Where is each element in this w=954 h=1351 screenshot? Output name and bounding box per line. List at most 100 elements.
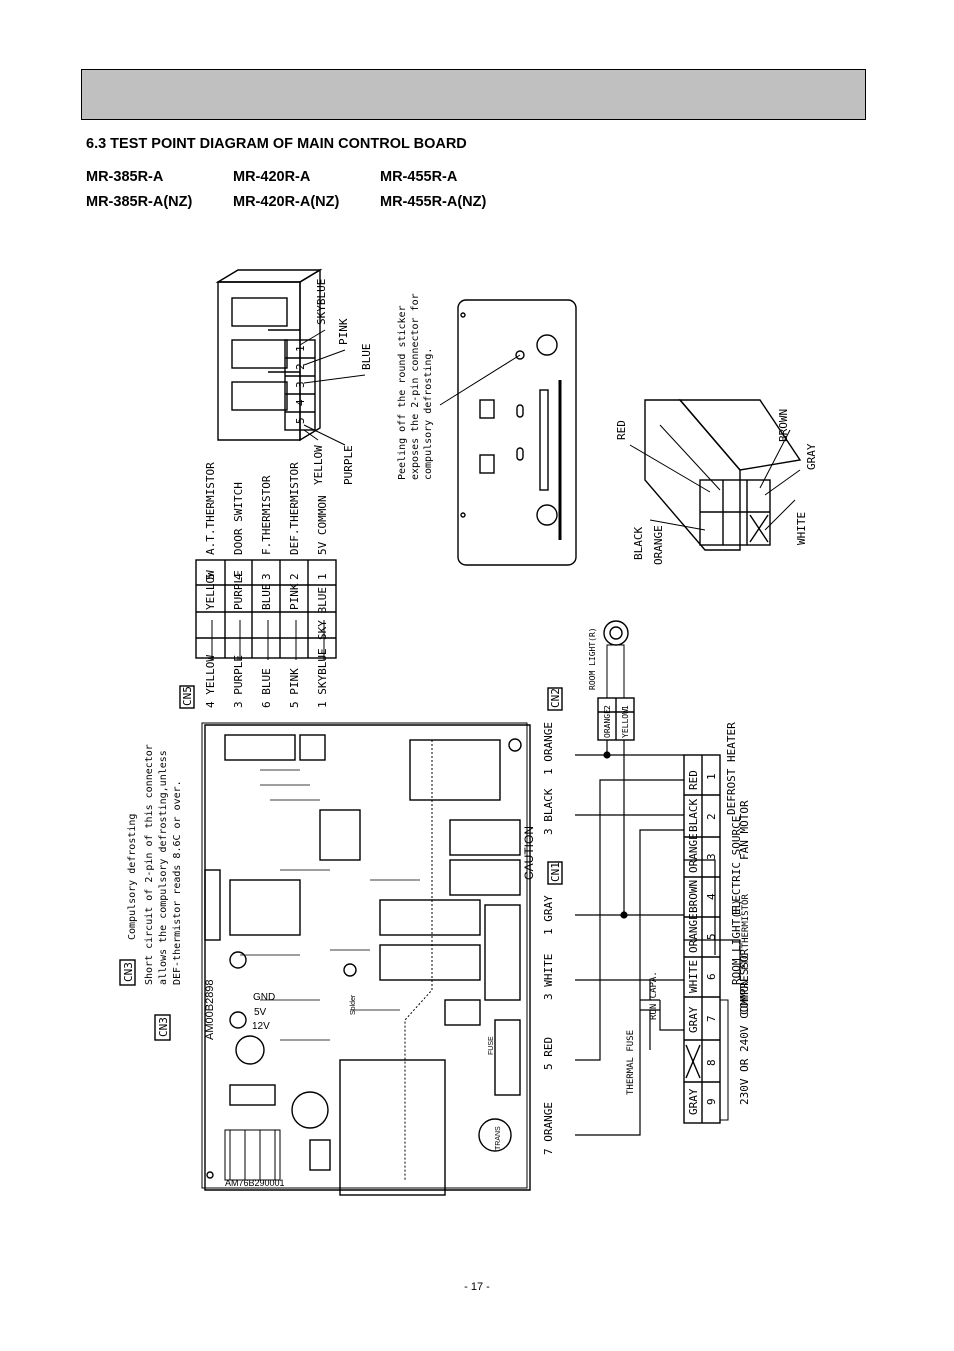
svg-text:BLUE: BLUE [360, 344, 373, 371]
svg-text:ORANGE: ORANGE [652, 525, 665, 565]
model-name: MR-385R-A(NZ) [86, 194, 193, 210]
svg-text:Solder: Solder [350, 994, 357, 1015]
svg-text:4 YELLOW: 4 YELLOW [204, 655, 217, 708]
svg-text:WHITE: WHITE [795, 512, 808, 545]
svg-text:Short circuit of 2-pin of this: Short circuit of 2-pin of this connector [144, 744, 155, 985]
svg-text:5: 5 [294, 417, 307, 424]
terminal-table-text: RED 1 BLACK 2 ORANGE 3 BROWN 4 ORANGE 5 … [687, 770, 718, 1115]
svg-text:GRAY: GRAY [687, 1088, 700, 1115]
svg-text:1 ORANGE: 1 ORANGE [542, 722, 555, 775]
svg-text:2: 2 [294, 363, 307, 370]
svg-text:WHITE: WHITE [687, 960, 700, 993]
svg-text:RED: RED [687, 770, 700, 790]
cn3-label-a: CN3 [122, 962, 135, 982]
svg-text:1: 1 [294, 345, 307, 352]
model-name: MR-420R-A [233, 169, 311, 185]
cn5-table-text: YELLOW 5 PURPLE 4 BLUE 3 PINK 2 SKY BLUE… [204, 462, 329, 640]
svg-text:6: 6 [705, 973, 718, 980]
header-bar [81, 69, 866, 120]
svg-text:F.THERMISTOR: F.THERMISTOR [260, 475, 273, 555]
svg-text:COMPRESSOR: COMPRESSOR [738, 948, 751, 1015]
svg-text:BLACK: BLACK [687, 799, 700, 832]
cn5-wire-labels: 4 YELLOW 3 PURPLE 6 BLUE 5 PINK 1 SKYBLU… [204, 648, 329, 708]
connector-pin-numbers: 1 2 3 4 5 [294, 345, 307, 424]
svg-text:ROOM LIGHT(F): ROOM LIGHT(F) [730, 899, 743, 985]
model-name: MR-420R-A(NZ) [233, 194, 340, 210]
connector-wire-labels: SKYBLUE PINK BLUE YELLOW PURPLE [312, 279, 373, 485]
svg-text:YELLOW: YELLOW [621, 709, 630, 738]
cn5-label: CN5 [181, 686, 194, 706]
svg-text:230V OR 240V COMMON: 230V OR 240V COMMON [738, 979, 751, 1105]
svg-text:4: 4 [294, 399, 307, 406]
svg-text:A.T.THERMISTOR: A.T.THERMISTOR [204, 462, 217, 555]
svg-text:4: 4 [705, 893, 718, 900]
model-list: MR-385R-A MR-420R-A MR-455R-A MR-385R-A(… [86, 169, 527, 219]
svg-text:TRANS: TRANS [495, 1126, 502, 1150]
cn1-wire-labels: 1 ORANGE 3 BLACK 1 GRAY 3 WHITE 5 RED 7 … [542, 722, 555, 1155]
svg-text:PINK: PINK [337, 318, 350, 345]
cn3-label-b: CN3 [157, 1017, 170, 1037]
cn2-table-text: 2 ORANGE 1 YELLOW [603, 705, 630, 738]
svg-text:5: 5 [705, 933, 718, 940]
svg-text:5V COMMON: 5V COMMON [316, 495, 329, 555]
compulsory-note: Compulsory defrosting Short circuit of 2… [127, 744, 183, 985]
svg-text:Compulsory defrosting: Compulsory defrosting [127, 814, 138, 940]
svg-text:exposes the 2-pin connector fo: exposes the 2-pin connector for [410, 293, 421, 480]
svg-text:PTC THERMISTOR: PTC THERMISTOR [741, 894, 751, 970]
svg-text:DEFROST HEATER: DEFROST HEATER [725, 722, 738, 815]
run-capa-label: RUN CAPA. [649, 971, 659, 1020]
svg-text:GND: GND [253, 992, 275, 1003]
svg-text:1: 1 [705, 773, 718, 780]
svg-text:5V: 5V [254, 1007, 267, 1018]
model-row: MR-385R-A MR-420R-A MR-455R-A [86, 169, 527, 194]
svg-text:3 PURPLE: 3 PURPLE [232, 655, 245, 708]
thermal-fuse-label: THERMAL FUSE [626, 1030, 636, 1095]
svg-text:8: 8 [705, 1059, 718, 1066]
six-pin-connector-labels: RED BROWN GRAY WHITE BLACK ORANGE [615, 409, 818, 565]
svg-text:7: 7 [705, 1015, 718, 1022]
svg-text:PINK: PINK [288, 583, 301, 610]
svg-text:GRAY: GRAY [687, 1006, 700, 1033]
svg-text:3: 3 [260, 573, 273, 580]
svg-text:7 ORANGE: 7 ORANGE [542, 1102, 555, 1155]
svg-text:DEF.THERMISTOR: DEF.THERMISTOR [288, 462, 301, 555]
svg-text:YELLOW: YELLOW [204, 570, 217, 610]
cn2-label: CN2 [549, 688, 562, 708]
svg-text:4: 4 [232, 573, 245, 580]
svg-text:3: 3 [294, 381, 307, 388]
svg-text:ORANGE: ORANGE [687, 833, 700, 873]
svg-text:PURPLE: PURPLE [342, 445, 355, 485]
terminal-functions: DEFROST HEATER FAN MOTOR ELECTRIC SOURCE… [725, 722, 751, 1105]
svg-text:ELECTRIC SOURCE: ELECTRIC SOURCE [730, 816, 743, 915]
svg-text:3: 3 [705, 853, 718, 860]
room-light-label: ROOM LIGHT(R) [588, 627, 597, 690]
cn5-connector-drawing [215, 268, 323, 442]
six-pin-connector-drawing [629, 399, 802, 551]
svg-text:1: 1 [621, 705, 630, 710]
svg-text:CAUTION: CAUTION [522, 826, 536, 880]
svg-text:2: 2 [705, 813, 718, 820]
svg-text:1: 1 [316, 573, 329, 580]
svg-text:SKY BLUE: SKY BLUE [316, 587, 329, 640]
svg-text:GRAY: GRAY [805, 443, 818, 470]
sticker-panel-drawing [439, 299, 577, 566]
wiring [575, 740, 741, 1136]
model-name: MR-385R-A [86, 169, 164, 185]
sticker-note: Peeling off the round sticker exposes th… [397, 293, 434, 480]
svg-text:BROWN: BROWN [687, 880, 700, 913]
model-name: MR-455R-A(NZ) [380, 194, 487, 210]
main-control-board [201, 722, 531, 1196]
svg-text:allows the compulsory defrosti: allows the compulsory defrosting,unless [158, 750, 169, 985]
svg-text:2: 2 [288, 573, 301, 580]
svg-text:YELLOW: YELLOW [312, 445, 325, 485]
svg-text:6 BLUE: 6 BLUE [260, 668, 273, 708]
svg-text:3 WHITE: 3 WHITE [542, 954, 555, 1000]
svg-text:ORANGE: ORANGE [687, 913, 700, 953]
svg-text:9: 9 [705, 1098, 718, 1105]
cn2-pin-table [597, 697, 635, 741]
svg-text:compulsory defrosting.: compulsory defrosting. [423, 348, 434, 480]
svg-text:BLUE: BLUE [260, 584, 273, 611]
svg-text:AM76B290001: AM76B290001 [225, 1178, 285, 1188]
model-name: MR-455R-A [380, 169, 458, 185]
